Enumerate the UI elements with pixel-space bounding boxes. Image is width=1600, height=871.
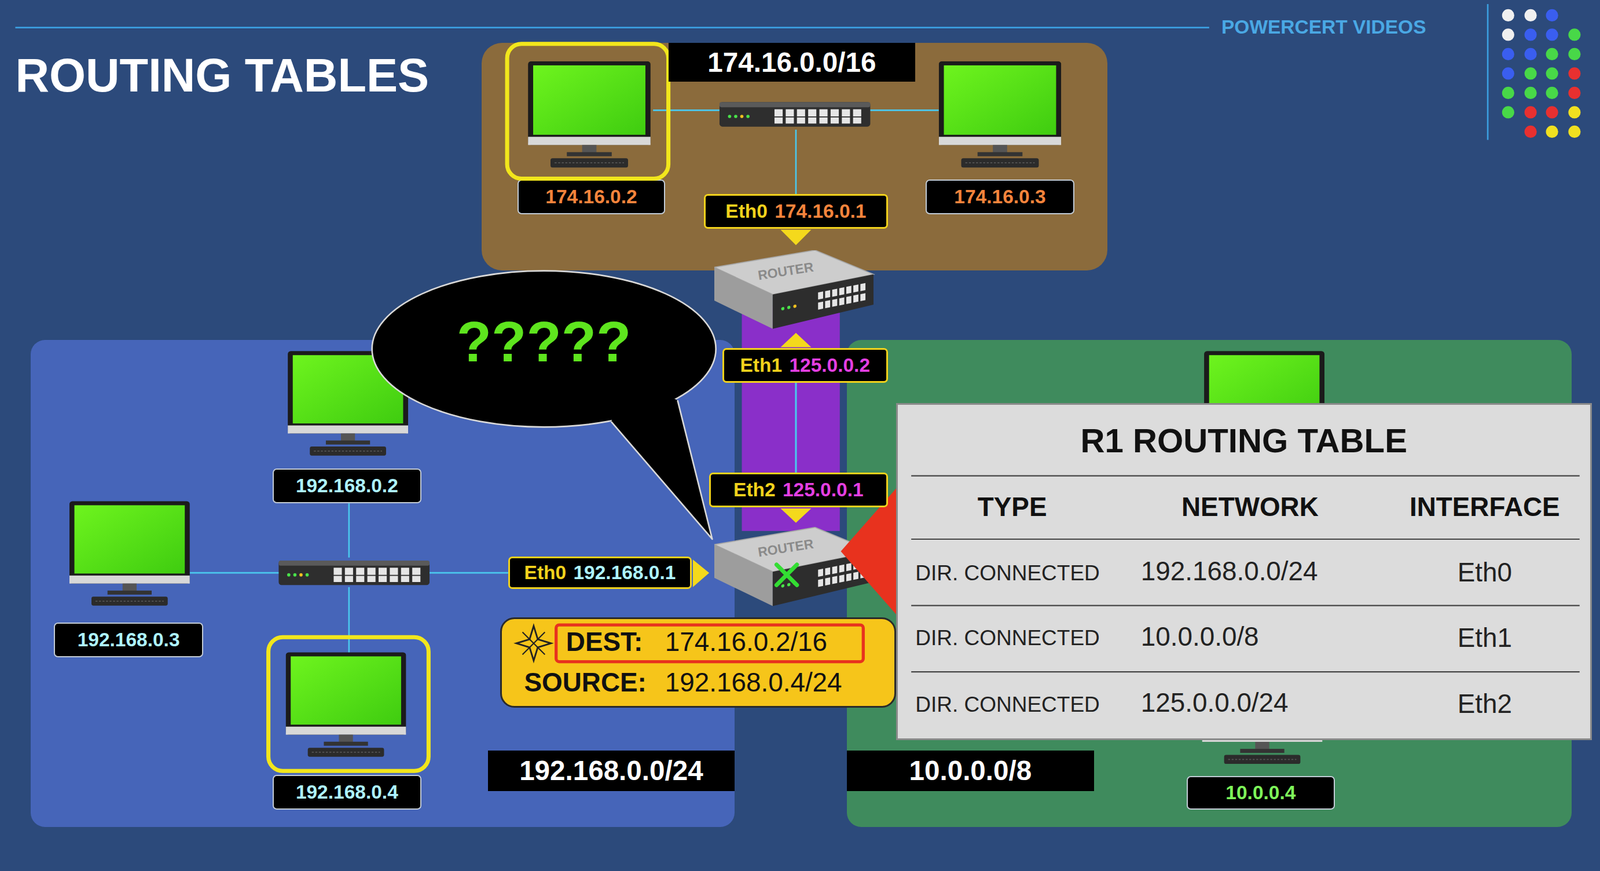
table-cell: 10.0.0.0/8 — [1140, 622, 1260, 652]
link-path — [794, 382, 797, 473]
table-rules — [911, 475, 1580, 673]
interface-name: Eth0 — [725, 200, 768, 223]
drop-mark — [776, 564, 797, 585]
ip-address: 174.16.0.2 — [545, 185, 637, 208]
router-icon — [714, 250, 874, 329]
computer-icon — [285, 651, 407, 757]
dest-highlight — [556, 624, 864, 662]
router-icon — [714, 527, 874, 607]
ip-address: 174.16.0.3 — [953, 185, 1046, 208]
field-name: SOURCE: — [524, 668, 647, 697]
ip-address: 10.0.0.4 — [1225, 781, 1296, 804]
field-value: 192.168.0.4/24 — [665, 668, 843, 697]
table-cell: 125.0.0.0/24 — [1140, 688, 1289, 718]
table-cell: DIR. CONNECTED — [915, 692, 1100, 717]
question-text: ????? — [456, 309, 631, 375]
interface-label: Eth0 174.16.0.1 — [703, 193, 888, 229]
host-address: 174.16.0.3 — [925, 179, 1075, 215]
ip-address: 192.168.0.4 — [295, 780, 399, 803]
drop-star-icon — [516, 625, 552, 661]
subnet-label: 10.0.0.0/8 — [846, 750, 1095, 792]
logo-dots — [1502, 9, 1581, 138]
table-cell: Eth0 — [1457, 558, 1513, 587]
host-address: 10.0.0.4 — [1186, 775, 1335, 810]
header-rule — [15, 26, 1209, 29]
device-label: ROUTER — [757, 536, 815, 560]
table-header: TYPE — [977, 492, 1048, 522]
interface-name: Eth0 — [524, 561, 567, 584]
ip-address: 125.0.0.1 — [782, 478, 864, 501]
computer-icon — [527, 61, 651, 168]
interface-label: Eth2 125.0.0.1 — [709, 472, 888, 508]
interface-name: Eth1 — [740, 354, 783, 377]
table-cell: 192.168.0.0/24 — [1140, 556, 1319, 586]
destination-highlight — [268, 636, 429, 771]
table-cell: Eth1 — [1457, 623, 1513, 653]
subnet-label: 192.168.0.0/24 — [487, 750, 736, 792]
subnet-label: 174.16.0.0/16 — [668, 42, 916, 82]
header-divider — [1487, 4, 1489, 141]
page-title: ROUTING TABLES — [15, 49, 429, 102]
table-header: INTERFACE — [1409, 492, 1561, 522]
link-line — [795, 382, 796, 473]
bubble-tail-outline — [611, 400, 713, 539]
host-address: 192.168.0.3 — [53, 622, 203, 658]
field-value: 174.16.0.2/16 — [665, 627, 828, 657]
ip-address: 125.0.0.2 — [789, 354, 871, 377]
field-name: DEST: — [566, 627, 643, 657]
source-highlight — [507, 43, 669, 179]
interface-label: Eth1 125.0.0.2 — [722, 347, 888, 383]
ip-address: 192.168.0.2 — [295, 474, 399, 497]
lan-wires — [189, 109, 939, 653]
host-address: 192.168.0.2 — [272, 468, 422, 504]
bubble-tail — [611, 387, 713, 539]
table-cell: DIR. CONNECTED — [915, 625, 1100, 650]
host-address: 192.168.0.4 — [272, 774, 422, 810]
computer-icon — [69, 501, 190, 606]
panel-title: R1 ROUTING TABLE — [1080, 421, 1408, 460]
switch-icon — [719, 101, 871, 127]
ip-address: 174.16.0.1 — [774, 200, 866, 223]
drop-star-icon — [522, 631, 546, 655]
brand-label: POWERCERT VIDEOS — [1221, 16, 1426, 39]
table-cell: Eth2 — [1457, 689, 1513, 719]
switch-icon — [278, 560, 430, 585]
ip-address: 192.168.0.3 — [77, 628, 181, 651]
table-cell: DIR. CONNECTED — [915, 560, 1100, 585]
computer-icon — [938, 61, 1062, 168]
interface-label: Eth0 192.168.0.1 — [508, 556, 692, 589]
device-label: ROUTER — [757, 259, 815, 284]
ip-address: 192.168.0.1 — [573, 561, 676, 584]
table-header: NETWORK — [1181, 492, 1319, 522]
interface-name: Eth2 — [733, 478, 776, 501]
host-address: 174.16.0.2 — [517, 179, 666, 215]
